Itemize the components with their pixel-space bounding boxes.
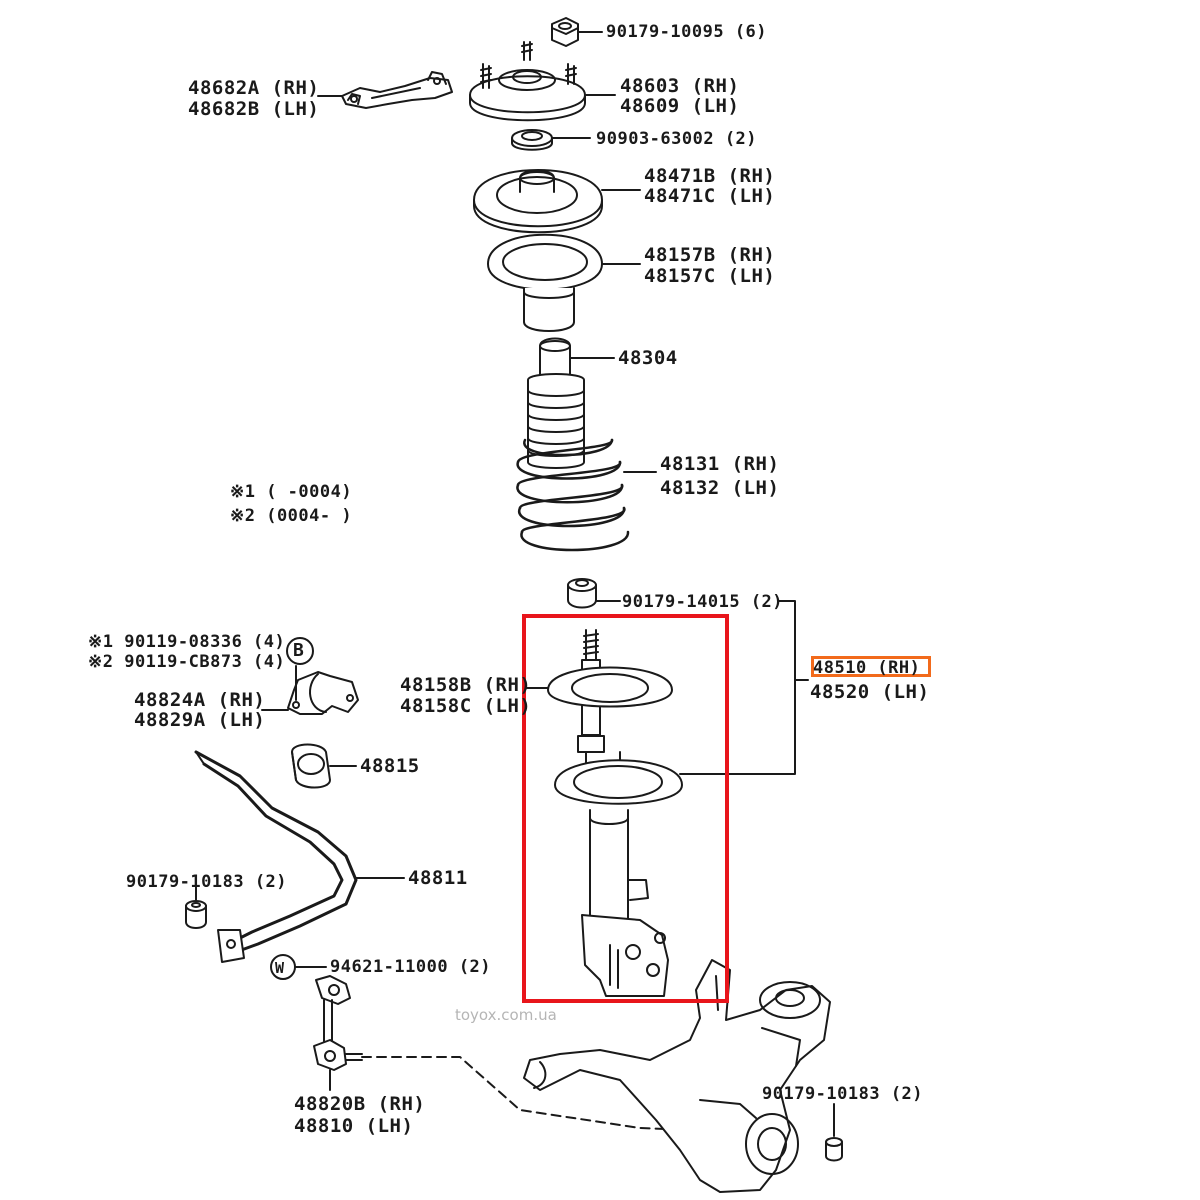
label-48471b: 48471B (RH) [644, 165, 776, 187]
label-48157c: 48157C (LH) [644, 265, 776, 287]
label-90179-10095: 90179-10095 (6) [606, 22, 768, 42]
highlight-48510 [811, 656, 931, 677]
label-48815: 48815 [360, 755, 420, 777]
label-48603: 48603 (RH) [620, 75, 740, 97]
label-48510: 48510 (RH) [813, 658, 921, 678]
steering-knuckle-drawing [523, 959, 831, 1193]
label-48158c: 48158C (LH) [400, 695, 532, 717]
marker-b: B [293, 640, 305, 661]
label-48829a: 48829A (LH) [134, 709, 266, 731]
bump-stopper-48304-drawing [527, 337, 585, 469]
label-48811: 48811 [408, 867, 468, 889]
nut-top-drawing [551, 17, 579, 47]
label-48824a: 48824A (RH) [134, 689, 266, 711]
label-48158b: 48158B (RH) [400, 674, 532, 696]
label-90903: 90903-63002 (2) [596, 129, 758, 149]
watermark: toyox.com.ua [455, 1006, 557, 1024]
label-48471c: 48471C (LH) [644, 185, 776, 207]
label-48682a: 48682A (RH) [188, 77, 320, 99]
bearing-90903-drawing [511, 129, 553, 151]
label-90179-10183-right: 90179-10183 (2) [762, 1084, 924, 1104]
strut-mount-48603-drawing [469, 41, 586, 122]
label-94621: 94621-11000 (2) [330, 957, 492, 977]
upper-seat-48471-drawing [473, 169, 603, 234]
label-90119-cb873: ※2 90119-CB873 (4) [88, 652, 286, 672]
label-48304: 48304 [618, 347, 678, 369]
nut-10183-left-drawing [185, 900, 207, 929]
bracket-48682-drawing [341, 71, 453, 109]
label-48157b: 48157B (RH) [644, 244, 776, 266]
bushing-48815-drawing [291, 743, 331, 789]
coil-spring-48131-drawing [516, 438, 630, 552]
label-90179-14015: 90179-14015 (2) [622, 592, 784, 612]
label-90119-08336: ※1 90119-08336 (4) [88, 632, 286, 652]
stabilizer-link-48820-drawing [313, 975, 363, 1071]
dashed-link [361, 1056, 691, 1131]
label-48131: 48131 (RH) [660, 453, 780, 475]
stabilizer-bar-48811-drawing [194, 750, 358, 963]
label-48132: 48132 (LH) [660, 477, 780, 499]
label-48520: 48520 (LH) [810, 681, 930, 703]
shock-absorber-drawing [547, 629, 683, 997]
nut-14015-drawing [567, 578, 597, 609]
note-2: ※2 (0004- ) [230, 506, 353, 526]
highlight-strut-assembly [522, 614, 729, 1003]
leader-bracket-48510 [679, 600, 796, 775]
nut-10183-right-drawing [825, 1137, 843, 1162]
label-48609: 48609 (LH) [620, 95, 740, 117]
label-90179-10183-left: 90179-10183 (2) [126, 872, 288, 892]
bushing-bracket-48824-drawing [287, 665, 359, 715]
label-48682b: 48682B (LH) [188, 98, 320, 120]
label-48820b: 48820B (RH) [294, 1093, 426, 1115]
marker-w: W [275, 959, 285, 977]
note-1: ※1 ( -0004) [230, 482, 353, 502]
label-48810: 48810 (LH) [294, 1115, 414, 1137]
marker-b-circle [286, 637, 314, 665]
spring-insulator-48157-drawing [487, 233, 603, 332]
